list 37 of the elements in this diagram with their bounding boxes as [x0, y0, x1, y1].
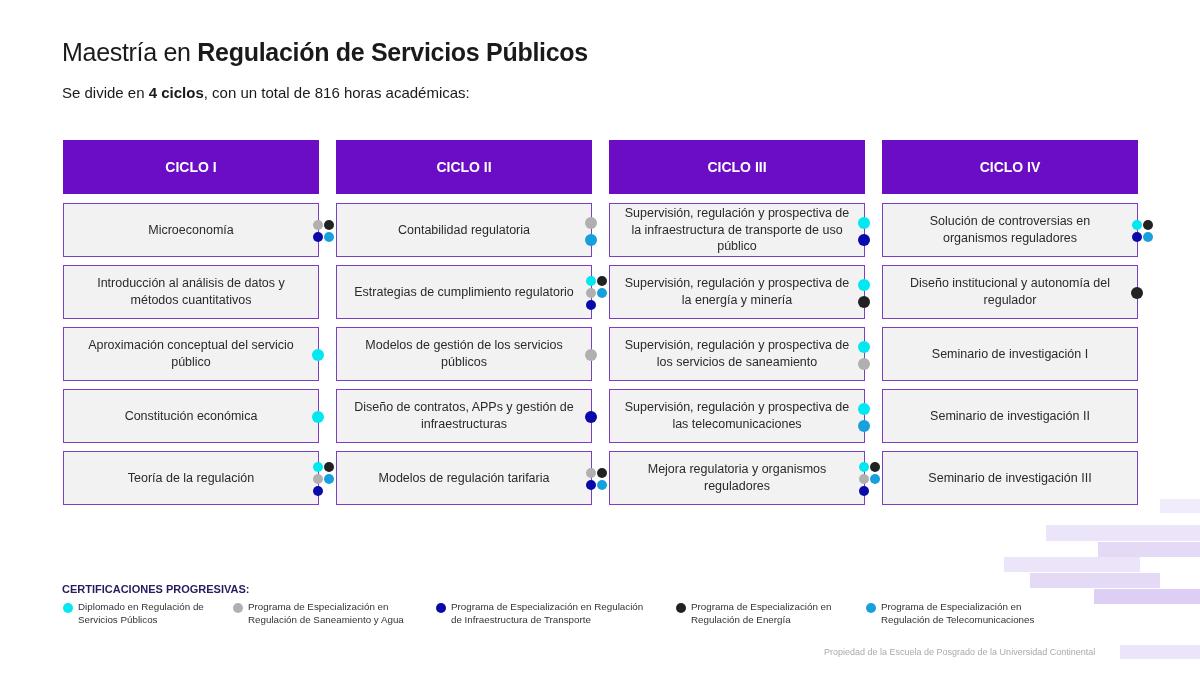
course-name: Seminario de investigación III [927, 469, 1093, 487]
course-name: Mejora regulatoria y organismos reguladores [646, 461, 828, 495]
legend-label: Programa de Especialización en Regulación de Energía [691, 601, 833, 627]
course-name: Seminario de investigación II [929, 407, 1091, 425]
course-name: Modelos de regulación tarifaria [377, 469, 551, 487]
course-name: Diseño institucional y autonomía del regulador [908, 275, 1112, 309]
cycle-header: CICLO I [63, 140, 319, 194]
course-name: Contabilidad regulatoria [397, 221, 531, 239]
title: Maestría en Regulación de Servicios Públicos [62, 38, 588, 67]
cycle-header: CICLO II [336, 140, 592, 194]
legend-label: Programa de Especialización en Regulación de Infraestructura de Transporte [451, 601, 645, 627]
course-box [882, 389, 1138, 443]
course-box [882, 327, 1138, 381]
course-name: Supervisión, regulación y prospectiva de la energía y minería [623, 275, 851, 309]
course-box [882, 451, 1138, 505]
course-box [63, 265, 319, 319]
course-name: Modelos de gestión de los servicios públicos [364, 337, 564, 371]
course-name: Supervisión, regulación y prospectiva de las telecomunicaciones [623, 399, 851, 433]
cycle-header: CICLO III [609, 140, 865, 194]
course-name: Diseño de contratos, APPs y gestión de infraestructuras [353, 399, 575, 433]
course-name: Introducción al análisis de datos y métodos cuantitativos [96, 275, 286, 309]
course-name: Aproximación conceptual del servicio público [87, 337, 295, 371]
course-name: Teoría de la regulación [126, 469, 256, 487]
course-name: Estrategias de cumplimiento regulatorio [353, 283, 575, 301]
footer-note: Propiedad de la Escuela de Posgrado de la Universidad Continental [824, 647, 1096, 657]
subtitle: Se divide en 4 ciclos, con un total de 816 horas académicas: [62, 84, 470, 101]
course-name: Supervisión, regulación y prospectiva de los servicios de saneamiento [623, 337, 851, 371]
legend-label: Programa de Especialización en Regulación de Saneamiento y Agua [248, 601, 405, 627]
course-name: Solución de controversias en organismos reguladores [928, 213, 1092, 247]
course-name: Constitución económica [123, 407, 259, 425]
course-name: Microeconomía [147, 221, 235, 239]
legend-title: CERTIFICACIONES PROGRESIVAS: [62, 583, 250, 595]
course-name: Supervisión, regulación y prospectiva de la infraestructura de transporte de uso público [623, 204, 851, 256]
legend-label: Programa de Especialización en Regulación de Telecomunicaciones [881, 601, 1036, 627]
cycle-header: CICLO IV [882, 140, 1138, 194]
legend-label: Diplomado en Regulación de Servicios Públicos [78, 601, 205, 627]
course-name: Seminario de investigación I [930, 345, 1090, 363]
